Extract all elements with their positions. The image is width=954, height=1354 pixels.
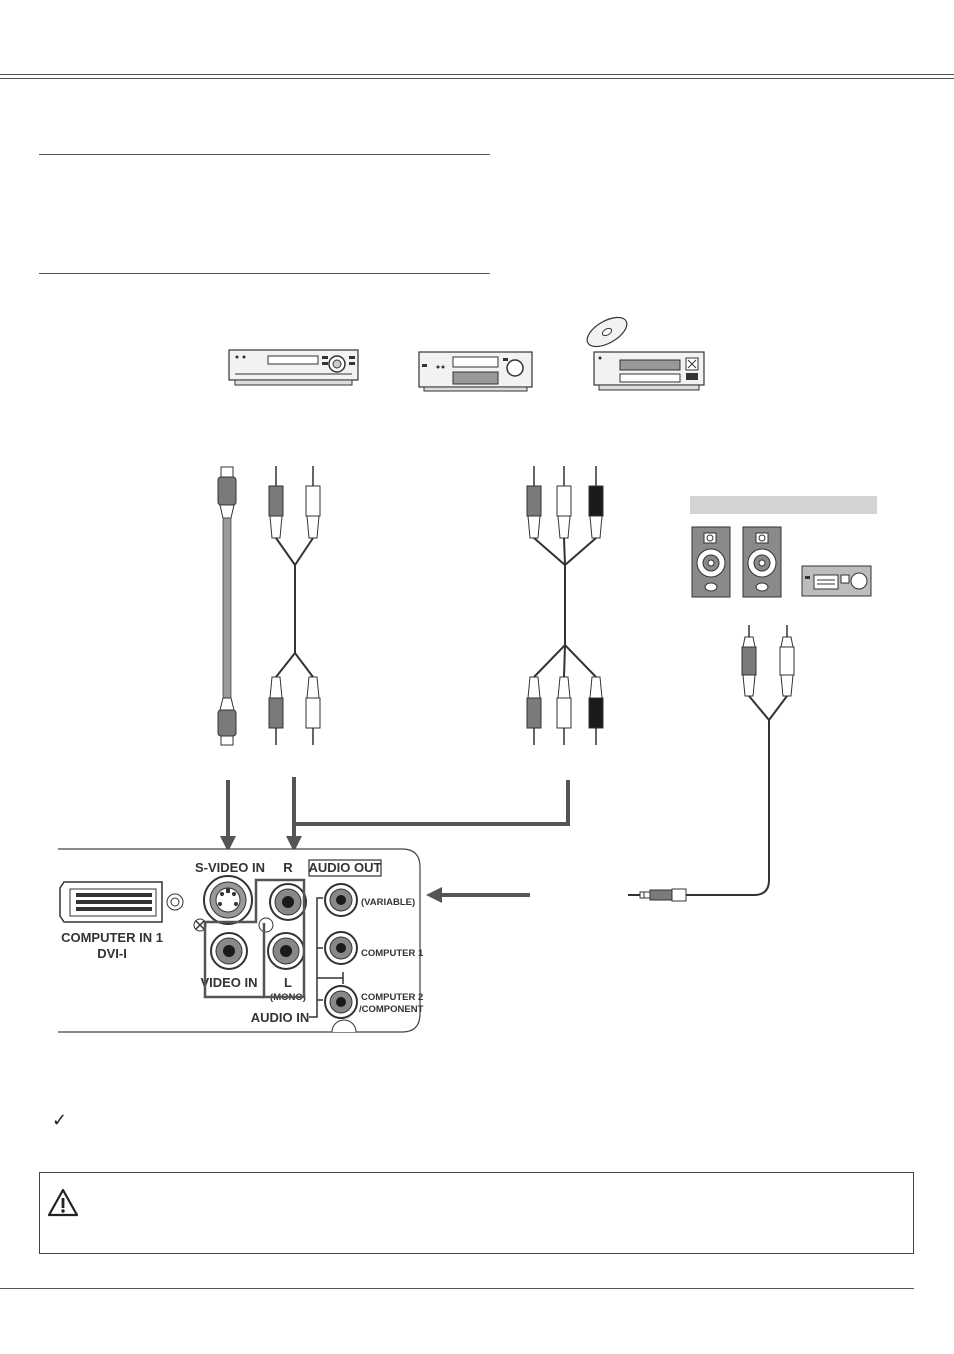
section-rule-2 [39, 273, 490, 274]
terminal-panel: COMPUTER IN 1 DVI-I S-VIDEO IN VIDEO IN … [58, 848, 424, 1033]
computer2-label: COMPUTER 2 [361, 992, 423, 1003]
dvi-connector-icon [59, 881, 184, 923]
svideo-in-label: S-VIDEO IN [195, 860, 265, 875]
warning-triangle-icon [47, 1188, 79, 1217]
video-in-label: VIDEO IN [200, 975, 257, 990]
audio-l-jack-icon [267, 932, 305, 970]
r-label: R [283, 860, 293, 875]
computer-in1-label: COMPUTER IN 1 [61, 930, 163, 945]
variable-label: (VARIABLE) [361, 897, 415, 908]
caution-box [39, 1172, 914, 1254]
header-rule-bottom [0, 78, 954, 79]
video-in-jack-icon [210, 932, 248, 970]
computer1-label: COMPUTER 1 [361, 948, 424, 959]
footer-rule [0, 1288, 914, 1289]
audio-out-label: AUDIO OUT [309, 860, 382, 875]
connection-arrows [220, 777, 570, 903]
audio-out-jack-icon [324, 883, 358, 917]
note-checkmark-icon: ✓ [52, 1110, 68, 1131]
computer2-audio-jack-icon [324, 985, 358, 1019]
computer1-audio-jack-icon [324, 931, 358, 965]
speaker-right-icon [742, 526, 782, 598]
svideo-jack-icon [193, 875, 274, 933]
svideo-cable [217, 466, 237, 746]
amplifier-icon [801, 565, 872, 597]
dvd-player-icon [586, 316, 705, 391]
audio-r-jack-icon [269, 883, 307, 921]
vcr-device-icon [228, 349, 359, 386]
audio-cable [268, 466, 321, 745]
dvi-label: DVI-I [97, 946, 127, 961]
connection-diagram: COMPUTER IN 1 DVI-I S-VIDEO IN VIDEO IN … [58, 316, 877, 1033]
section-rule-1 [39, 154, 490, 155]
audio-equipment-label-bar [690, 496, 877, 514]
video-audio-cable [526, 466, 604, 745]
component-label: /COMPONENT [359, 1004, 424, 1015]
audio-out-cable [628, 625, 795, 902]
video-disc-player-icon [418, 351, 533, 392]
header-rule-top [0, 74, 954, 75]
audio-in-label: AUDIO IN [251, 1010, 310, 1025]
l-label: L [284, 975, 292, 990]
speaker-left-icon [691, 526, 731, 598]
